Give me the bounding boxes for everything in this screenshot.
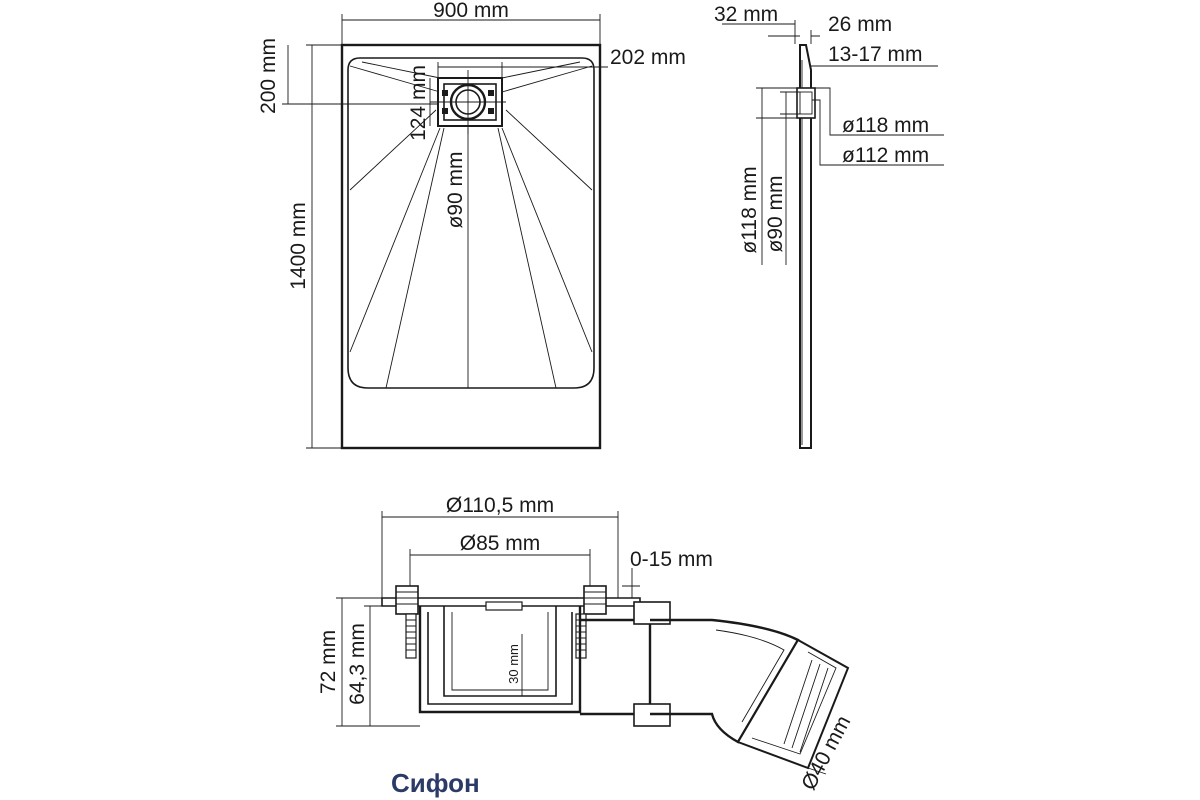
drain-box-height-label: 124 mm <box>407 65 430 141</box>
drain-offset-dim-line <box>282 45 438 105</box>
outlet-elbow-inner <box>715 629 785 723</box>
outer-diameter-label: ø118 mm <box>842 114 929 137</box>
thickness-label: 13-17 mm <box>828 43 923 66</box>
inner-diameter-label: ø112 mm <box>842 144 929 167</box>
connector-inner <box>751 651 837 755</box>
siphon-body <box>418 606 582 714</box>
sleeve-threads <box>406 619 586 651</box>
siphon-water-seal-label: 30 mm <box>506 644 521 684</box>
side-profile-view: 32 mm 26 mm 13-17 mm ø118 mm ø112 mm ø11… <box>714 3 944 449</box>
siphon-outer-diameter-label: Ø110,5 mm <box>446 494 554 517</box>
siphon-cup <box>443 606 557 697</box>
drain-box-width-label: 202 mm <box>610 46 686 69</box>
siphon-height-total-label: 72 mm <box>317 630 340 694</box>
vertical-inner-dim <box>780 91 800 265</box>
drain-centerlines <box>430 70 506 134</box>
nut-threads <box>396 591 606 605</box>
drain-clip <box>442 108 448 114</box>
drain-box-width-dim <box>437 62 608 78</box>
width-label: 900 mm <box>433 0 509 22</box>
length-label: 1400 mm <box>287 202 310 290</box>
total-width-dim <box>722 20 812 44</box>
vertical-outer-dim <box>756 87 797 265</box>
drain-diameter-label: ø90 mm <box>444 151 467 228</box>
siphon-height-body-label: 64,3 mm <box>346 623 369 705</box>
tray-slope-bottom <box>349 127 593 389</box>
siphon-nut-right <box>583 585 607 615</box>
outlet-pipe <box>580 618 652 716</box>
siphon-inner-diameter-label: Ø85 mm <box>460 532 541 555</box>
siphon-caption: Сифон <box>391 768 480 798</box>
drain-offset-label: 200 mm <box>257 38 280 114</box>
siphon-adjust-label: 0-15 mm <box>630 548 713 571</box>
inner-width-label: 26 mm <box>828 13 892 36</box>
total-width-label: 32 mm <box>714 3 778 26</box>
tray-profile <box>799 44 812 449</box>
outlet-nut-top <box>633 601 671 625</box>
profile-drain-inner <box>799 91 813 115</box>
tray-slope-top <box>349 61 593 93</box>
tray-slope-side <box>349 109 593 191</box>
length-dim-line <box>306 44 342 449</box>
connector-threads <box>783 659 829 753</box>
height-total-dim <box>336 597 420 727</box>
drain-clip <box>488 90 494 96</box>
drain-clip <box>488 108 494 114</box>
vertical-inner-label: ø90 mm <box>764 175 787 252</box>
siphon-nut-left <box>395 585 419 615</box>
adjust-dim <box>622 568 640 598</box>
height-body-dim <box>364 605 396 726</box>
tray-basin <box>347 57 595 389</box>
inner-diameter-dim <box>409 549 591 586</box>
drain-clip <box>442 90 448 96</box>
profile-drain <box>796 87 816 119</box>
siphon-body-inner <box>427 612 573 705</box>
siphon-cup-inner <box>451 612 549 691</box>
outer-diameter-dim <box>381 511 619 598</box>
tray-top-view: 900 mm 1400 mm 200 mm 202 mm 124 mm ø90 … <box>257 0 686 450</box>
sleeve-left <box>405 613 417 659</box>
vertical-outer-label: ø118 mm <box>738 166 761 253</box>
siphon-grid <box>485 601 523 611</box>
siphon-drawing: Ø110,5 mm Ø85 mm 0-15 mm 72 mm 64,3 mm 3… <box>317 494 855 798</box>
diameter-leader-lines <box>812 87 944 166</box>
outlet-diameter-dim <box>807 767 827 775</box>
tray-outline <box>340 43 602 450</box>
width-dim-line <box>341 14 601 44</box>
